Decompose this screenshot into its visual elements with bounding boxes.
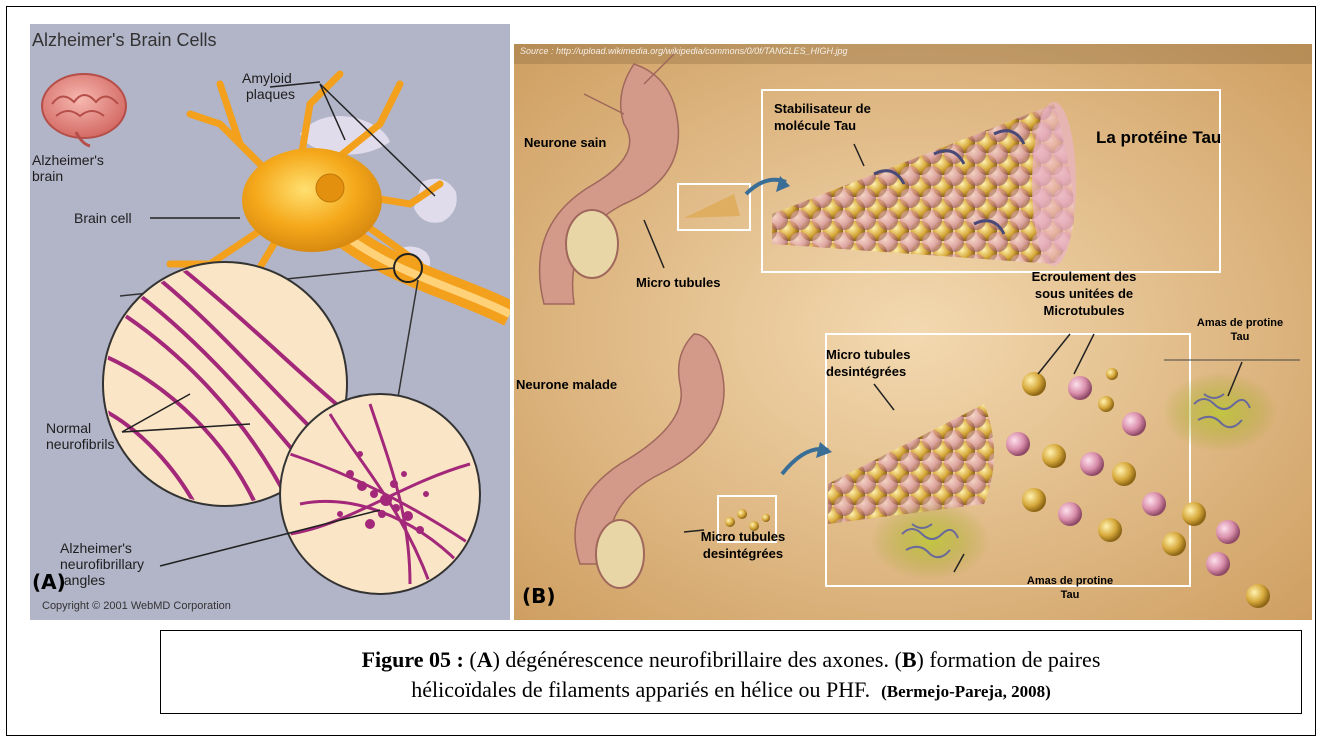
caption-b-letter: B [902, 647, 917, 672]
ecroulement-label: Ecroulement des sous unitées de Microtub… [1018, 268, 1150, 319]
tangles-label-line-2: neurofibrillary [60, 556, 144, 572]
figure-caption: Figure 05 : (A) dégénérescence neurofibr… [160, 630, 1302, 714]
amas-top-line-2: Tau [1180, 330, 1300, 344]
axon-cross-section-healthy [566, 210, 618, 278]
neurone-sain-label: Neurone sain [524, 134, 606, 151]
normal-label-line-2: neurofibrils [46, 436, 114, 452]
stabilisateur-label: Stabilisateur de molécule Tau [774, 100, 871, 134]
caption-a-open: ( [464, 647, 477, 672]
amas-bottom-line-2: Tau [1010, 588, 1130, 602]
ecroulement-line-3: Microtubules [1018, 302, 1150, 319]
amas-top-label: Amas de protine Tau [1180, 316, 1300, 344]
brain-cell-body [242, 148, 382, 252]
brain-icon [42, 74, 126, 146]
panel-a-illustration [30, 24, 510, 620]
neurone-malade-label: Neurone malade [516, 376, 617, 393]
amyloid-plaques-label: Amyloid plaques [242, 70, 295, 102]
caption-line-2: hélicoïdales de filaments appariés en hé… [161, 675, 1301, 707]
tau-clump-bottom [870, 500, 990, 580]
caption-line-2-text: hélicoïdales de filaments appariés en hé… [411, 677, 870, 702]
brain-label-line-2: brain [32, 168, 104, 184]
panel-a-alzheimer-brain-cells: Alzheimer's Brain Cells Amyloid plaques … [30, 24, 510, 620]
copyright-text: Copyright © 2001 WebMD Corporation [42, 600, 231, 612]
ecroulement-line-2: sous unitées de [1018, 285, 1150, 302]
axon-cross-section-diseased [596, 520, 644, 588]
neurofibrillary-tangles-label: Alzheimer's neurofibrillary tangles [60, 540, 144, 588]
ecroulement-line-1: Ecroulement des [1018, 268, 1150, 285]
desint-bottom-line-1: Micro tubules [688, 528, 798, 545]
micro-tubules-label: Micro tubules [636, 274, 721, 291]
panel-b-tag: (B) [522, 584, 556, 608]
desint-top-line-2: desintégrées [826, 363, 911, 380]
brain-label-line-1: Alzheimer's [32, 152, 104, 168]
caption-reference: (Bermejo-Pareja, 2008) [881, 682, 1051, 701]
tangles-label-line-1: Alzheimer's [60, 540, 144, 556]
figure-number: Figure 05 : [362, 647, 464, 672]
alzheimers-brain-label: Alzheimer's brain [32, 152, 104, 184]
normal-neurofibrils-label: Normal neurofibrils [46, 420, 114, 452]
amas-bottom-label: Amas de protine Tau [1010, 574, 1130, 602]
normal-label-line-1: Normal [46, 420, 114, 436]
caption-b-text: ) formation de paires [917, 647, 1101, 672]
micro-tubules-desintegrees-bottom-label: Micro tubules desintégrées [688, 528, 798, 562]
micro-tubules-desintegrees-top-label: Micro tubules desintégrées [826, 346, 911, 380]
tangles-label-line-3: tangles [60, 572, 144, 588]
desint-bottom-line-2: desintégrées [688, 545, 798, 562]
panel-a-title: Alzheimer's Brain Cells [32, 30, 217, 51]
amyloid-label-line-1: Amyloid [242, 70, 295, 86]
caption-a-letter: A [477, 647, 493, 672]
stabilisateur-line-2: molécule Tau [774, 117, 871, 134]
desint-top-line-1: Micro tubules [826, 346, 911, 363]
amas-bottom-line-1: Amas de protine [1010, 574, 1130, 588]
source-url: Source : http://upload.wikimedia.org/wik… [520, 46, 847, 56]
cell-nucleus [316, 174, 344, 202]
caption-line-1: Figure 05 : (A) dégénérescence neurofibr… [161, 645, 1301, 675]
tau-clump-top [1162, 372, 1278, 452]
amas-top-line-1: Amas de protine [1180, 316, 1300, 330]
amyloid-label-line-2: plaques [242, 86, 295, 102]
tau-protein-title: La protéine Tau [1096, 128, 1221, 148]
panel-a-tag: (A) [32, 570, 66, 594]
neurofibrillary-tangles-circle [280, 394, 480, 594]
brain-cell-label: Brain cell [74, 210, 132, 226]
panel-b-tau-protein: Source : http://upload.wikimedia.org/wik… [514, 44, 1312, 620]
caption-a-text: ) dégénérescence neurofibrillaire des ax… [493, 647, 902, 672]
stabilisateur-line-1: Stabilisateur de [774, 100, 871, 117]
